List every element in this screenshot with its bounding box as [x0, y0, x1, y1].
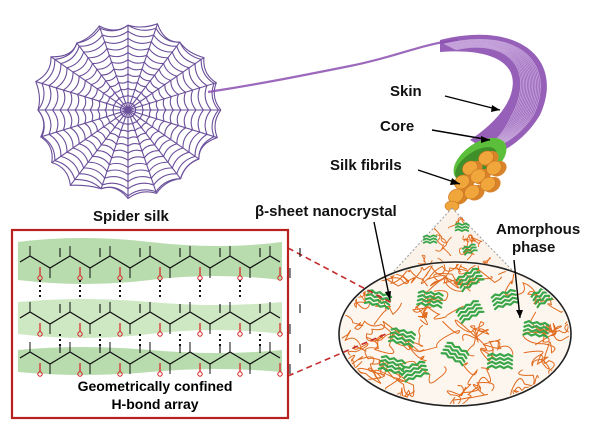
core-pointer	[431, 129, 491, 141]
hbond-array-box	[10, 228, 301, 420]
spider-web	[35, 23, 222, 200]
silk-fiber	[440, 34, 547, 155]
skin-pointer	[444, 95, 501, 111]
silk-thread	[207, 38, 459, 94]
spider-silk-label: Spider silk	[93, 208, 169, 225]
core-label: Core	[380, 118, 415, 135]
hbond-caption-line2: H-bond array	[111, 396, 199, 412]
amorphous-label: Amorphous	[496, 221, 581, 238]
pointer-lines	[373, 95, 521, 319]
silk-fibrils-bundle	[444, 150, 507, 212]
dashed-connectors	[287, 247, 393, 377]
beta-sheet-label: β-sheet nanocrystal	[255, 203, 397, 220]
beta-sheet-pointer	[373, 221, 391, 301]
silk-fibrils-label: Silk fibrils	[330, 157, 402, 174]
hbond-caption-line1: Geometrically confined	[77, 378, 233, 394]
phase-label: phase	[512, 239, 556, 256]
amorphous-pointer	[513, 259, 521, 319]
skin-label: Skin	[390, 83, 422, 100]
